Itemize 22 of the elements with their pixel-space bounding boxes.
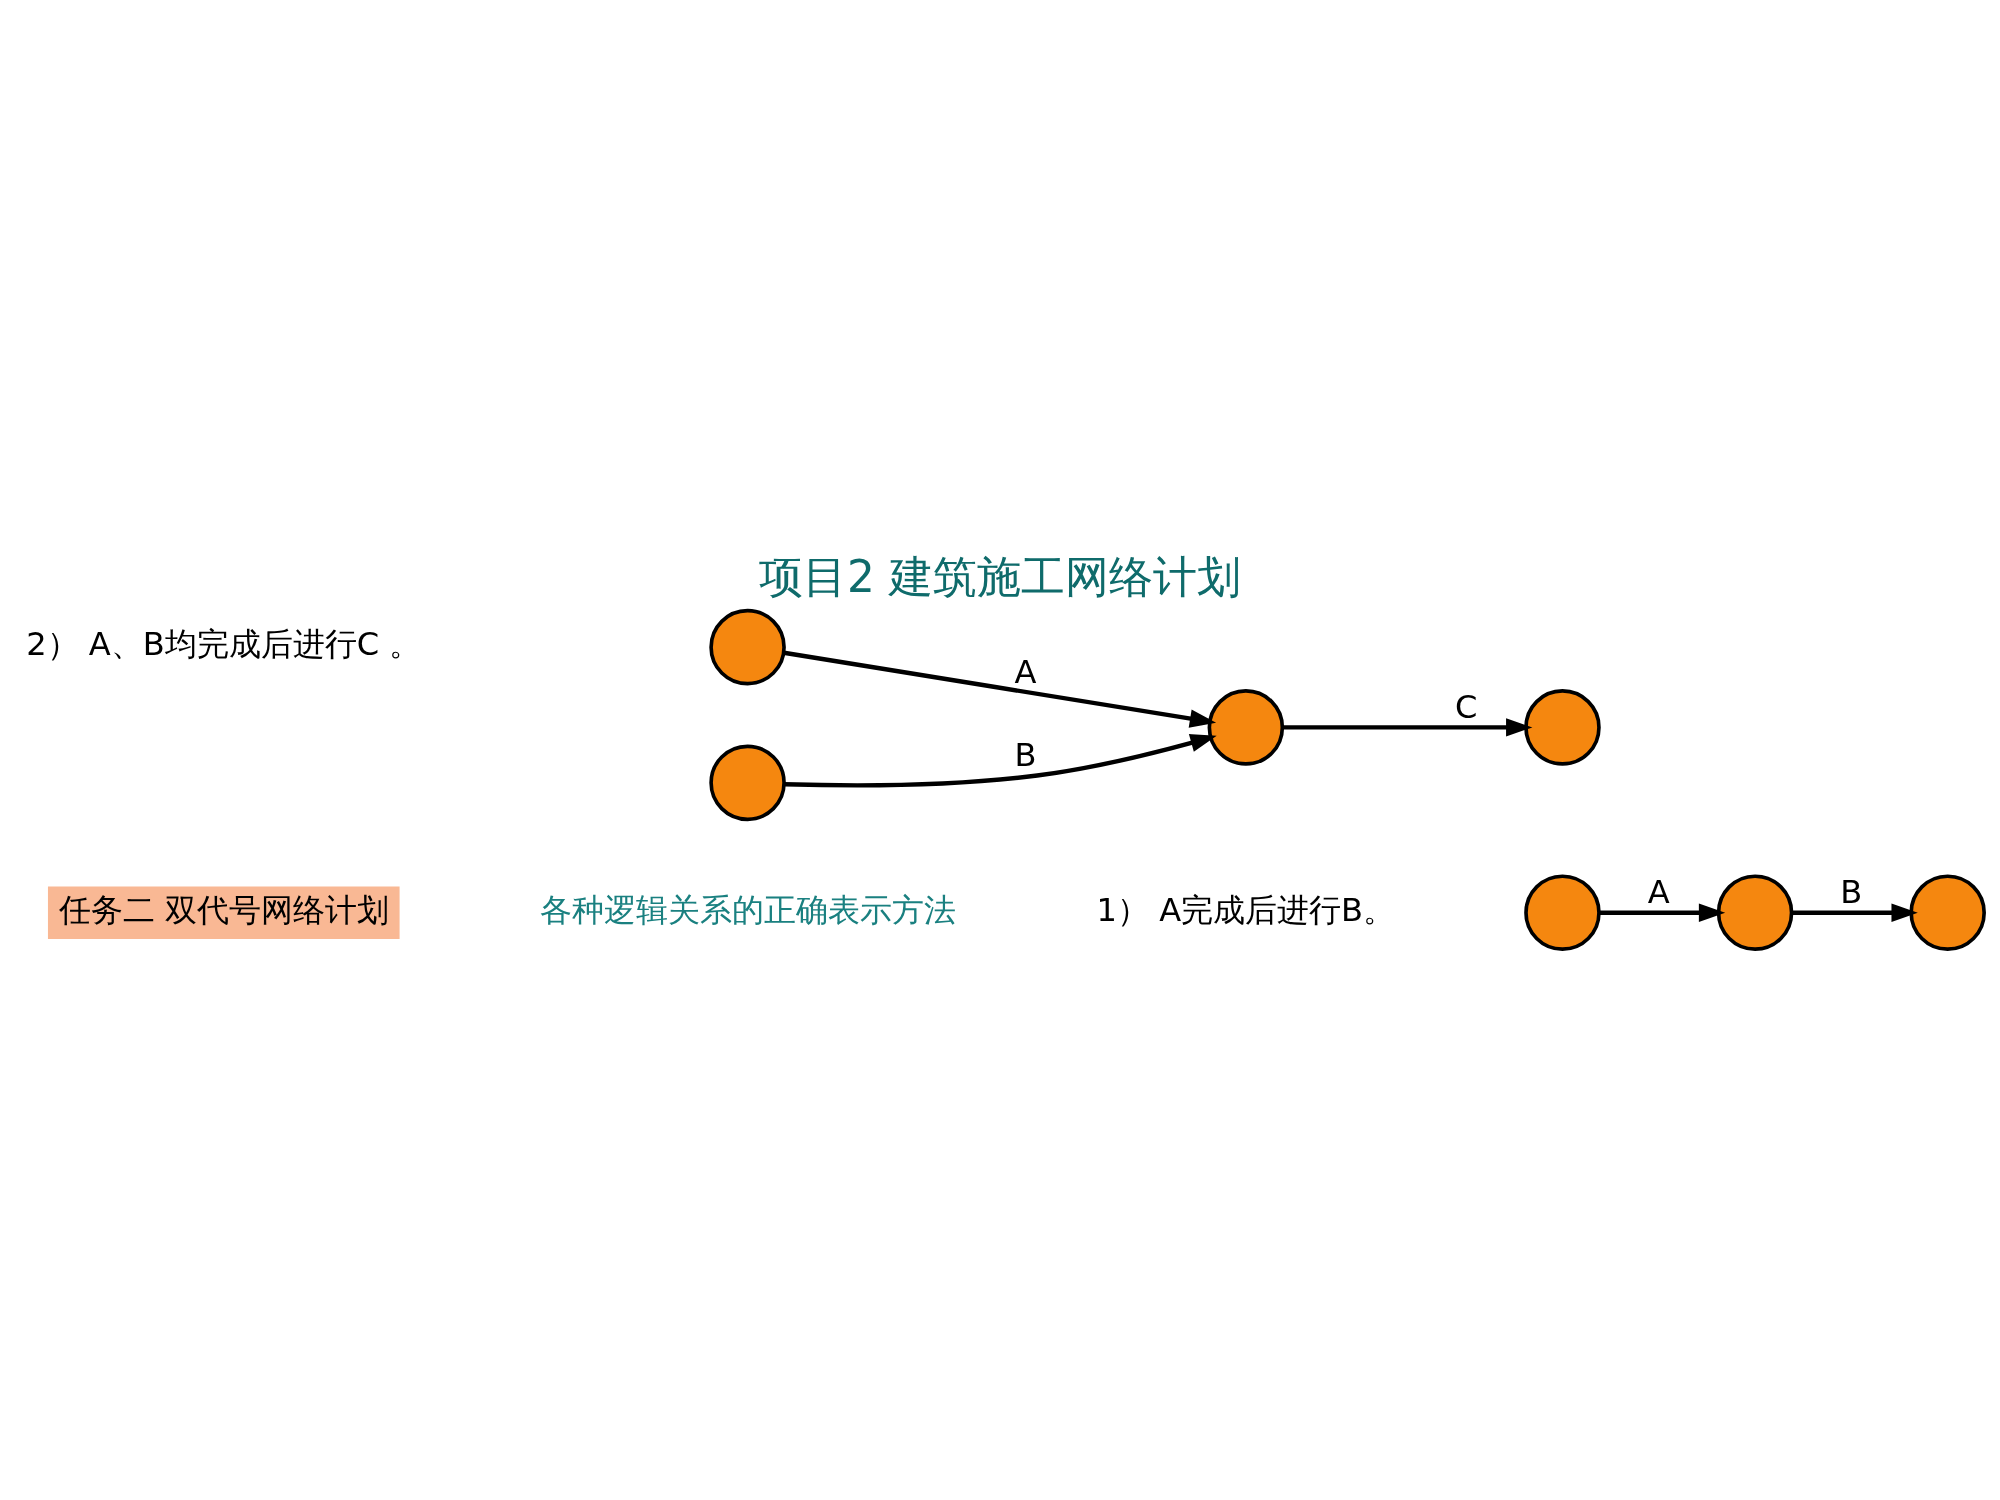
diagram-title: 项目2 建筑施工网络计划: [759, 550, 1241, 602]
label: 各种逻辑关系的正确表示方法: [539, 890, 956, 929]
arrow: [1791, 903, 1918, 922]
edge-label: A: [1647, 873, 1670, 912]
edge-label: B: [1840, 873, 1863, 912]
edge-label: A: [1014, 653, 1037, 692]
node-circle: [709, 744, 786, 822]
label: 2） A、B均完成后进行C 。: [26, 625, 422, 664]
label: 任务二 双代号网络计划: [58, 890, 389, 929]
arrow: [1282, 718, 1533, 737]
arrow: [1599, 903, 1726, 922]
arrow: [784, 734, 1217, 788]
node-circle: [1207, 689, 1285, 766]
node-circle: [1524, 689, 1601, 766]
edge-label: B: [1014, 736, 1037, 775]
node-circle: [1909, 874, 1986, 951]
node-circle: [1524, 874, 1601, 951]
edge-label: C: [1454, 688, 1478, 727]
arrow: [783, 650, 1217, 728]
node-circle: [1716, 874, 1794, 951]
label: 1） A完成后进行B。: [1096, 890, 1396, 929]
node-circle: [709, 608, 786, 686]
